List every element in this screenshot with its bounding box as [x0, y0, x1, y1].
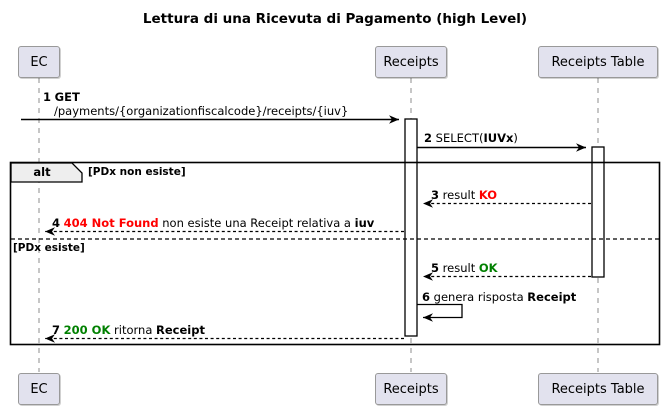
message-text-2-tail: ) [513, 131, 518, 145]
status-badge-200: 200 OK [63, 323, 111, 337]
message-label-2: 2 SELECT(IUVx) [424, 132, 518, 145]
message-text-4-bold: iuv [354, 216, 375, 230]
message-num-7: 7 [52, 323, 61, 337]
message-num-3: 3 [431, 188, 440, 202]
alt-fragment-frame [9, 161, 661, 346]
alt-frame-outline [9, 161, 661, 346]
participant-label-receipts-top: Receipts [383, 54, 439, 70]
alt-guard-1: [PDx non esiste] [88, 166, 186, 178]
message-label-4: 4 404 Not Found non esiste una Receipt r… [52, 217, 374, 230]
activation-bar-receipts-table [591, 146, 605, 278]
message-text-7-bold: Receipt [156, 323, 205, 337]
alt-operator-label: alt [33, 165, 51, 179]
participant-box-receipts-top[interactable]: Receipts [375, 46, 447, 78]
message-label-5: 5 result OK [431, 262, 498, 275]
message-text-5-prefix: result [442, 261, 479, 275]
diagram-title: Lettura di una Ricevuta di Pagamento (hi… [142, 11, 528, 27]
activation-bar-receipts [404, 118, 418, 337]
message-num-6: 6 [422, 290, 431, 304]
message-label-1: 1 GET /payments/{organizationfiscalcode}… [43, 91, 348, 118]
participant-box-ec-bottom[interactable]: EC [18, 373, 60, 405]
alt-guard-2: [PDx esiste] [13, 242, 85, 254]
participant-box-receipts-table-top[interactable]: Receipts Table [538, 46, 658, 78]
participant-box-receipts-table-bottom[interactable]: Receipts Table [538, 373, 658, 405]
message-num-5: 5 [431, 261, 440, 275]
message-num-4: 4 [52, 216, 61, 230]
message-text-2-bold: IUVx [483, 131, 514, 145]
message-text-1-line2: /payments/{organizationfiscalcode}/recei… [54, 104, 349, 118]
message-arrow-6-self [417, 303, 463, 322]
participant-label-ec-bottom: EC [30, 381, 48, 397]
message-label-6: 6 genera risposta Receipt [422, 291, 576, 304]
message-text-3-prefix: result [442, 188, 479, 202]
message-text-6-prefix: genera risposta [433, 290, 528, 304]
message-label-7: 7 200 OK ritorna Receipt [52, 324, 205, 337]
activation-bars [404, 118, 605, 337]
status-badge-404: 404 Not Found [63, 216, 159, 230]
message-text-1-line1: GET [54, 90, 80, 104]
message-text-6-bold: Receipt [527, 290, 577, 304]
participant-label-ec-top: EC [30, 54, 48, 70]
message-num-2: 2 [424, 131, 433, 145]
participant-box-receipts-bottom[interactable]: Receipts [375, 373, 447, 405]
participant-label-receipts-table-bottom: Receipts Table [551, 381, 645, 397]
message-num-1: 1 [43, 90, 52, 104]
message-label-3: 3 result KO [431, 189, 497, 202]
alt-frame-tab [10, 162, 83, 183]
status-badge-ok: OK [478, 261, 498, 275]
participant-box-ec-top[interactable]: EC [18, 46, 60, 78]
status-badge-ko: KO [478, 188, 498, 202]
participant-label-receipts-bottom: Receipts [383, 381, 439, 397]
message-text-4-mid: non esiste una Receipt relativa a [158, 216, 355, 230]
message-text-2-prefix: SELECT( [435, 131, 484, 145]
message-text-7-mid: ritorna [110, 323, 157, 337]
participant-label-receipts-table-top: Receipts Table [551, 54, 645, 70]
